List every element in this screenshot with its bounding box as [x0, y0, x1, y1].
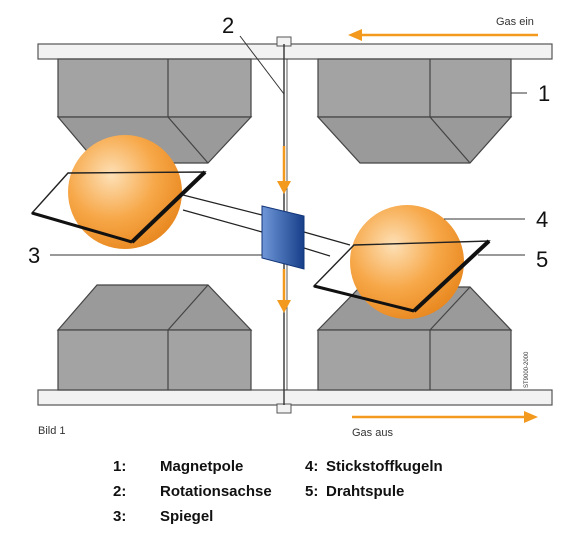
- figure-label: Bild 1: [38, 425, 66, 437]
- wire-coil-edge-right: [412, 239, 491, 313]
- mirror: [261, 205, 305, 270]
- callout-1: 1: [538, 81, 550, 106]
- wire-coil-edge-left: [130, 170, 207, 244]
- legend-num-4: 4:: [305, 458, 319, 475]
- bottom-axis-mount: [276, 403, 292, 414]
- legend-label-5: Drahtspule: [326, 483, 405, 500]
- legend-label-3: Spiegel: [160, 508, 214, 525]
- top-frame-bar: [37, 43, 553, 60]
- legend: 1: Magnetpole 2: Rotationsachse 3: Spieg…: [0, 448, 573, 538]
- magnet-pole-bottom-left: [56, 284, 253, 391]
- wire-coil-connector-right-bottom: [303, 247, 331, 257]
- wire-coil-bottom-left: [31, 211, 133, 244]
- legend-num-1: 1:: [113, 458, 127, 475]
- bottom-frame-bar: [37, 389, 553, 406]
- wire-coil-connector-mid: [182, 209, 263, 233]
- magnetic-susceptibility-cell-diagram: Gas ein Gas aus Bild 1 1 2 3 4 5 ST9000-…: [28, 13, 553, 439]
- nitrogen-sphere-right: [350, 205, 464, 319]
- wire-coil-bottom-right: [313, 284, 415, 313]
- nitrogen-sphere-left: [68, 135, 182, 249]
- wire-coil-connector-right-top: [303, 231, 351, 246]
- wire-coil-connector-top: [182, 194, 263, 216]
- gas-out-arrow: [352, 411, 538, 423]
- gas-flow-arrow-top: [277, 146, 291, 194]
- figure-code-label: ST9000-2000: [524, 351, 530, 388]
- legend-label-2: Rotationsachse: [160, 483, 272, 500]
- legend-num-2: 2:: [113, 483, 127, 500]
- legend-num-5: 5:: [305, 483, 319, 500]
- gas-out-label: Gas aus: [352, 427, 393, 439]
- legend-label-4: Stickstoffkugeln: [326, 458, 443, 475]
- callout-2: 2: [222, 13, 234, 38]
- magnet-pole-top-left: [56, 58, 253, 164]
- legend-label-1: Magnetpole: [160, 458, 244, 475]
- gas-in-label: Gas ein: [496, 16, 534, 28]
- gas-flow-arrow-bottom: [277, 269, 291, 313]
- gas-in-arrow: [348, 29, 538, 41]
- callout-line-2: [239, 35, 285, 95]
- callout-4: 4: [536, 207, 548, 232]
- legend-num-3: 3:: [113, 508, 127, 525]
- magnet-pole-top-right: [316, 58, 513, 164]
- callout-3: 3: [28, 243, 40, 268]
- callout-5: 5: [536, 247, 548, 272]
